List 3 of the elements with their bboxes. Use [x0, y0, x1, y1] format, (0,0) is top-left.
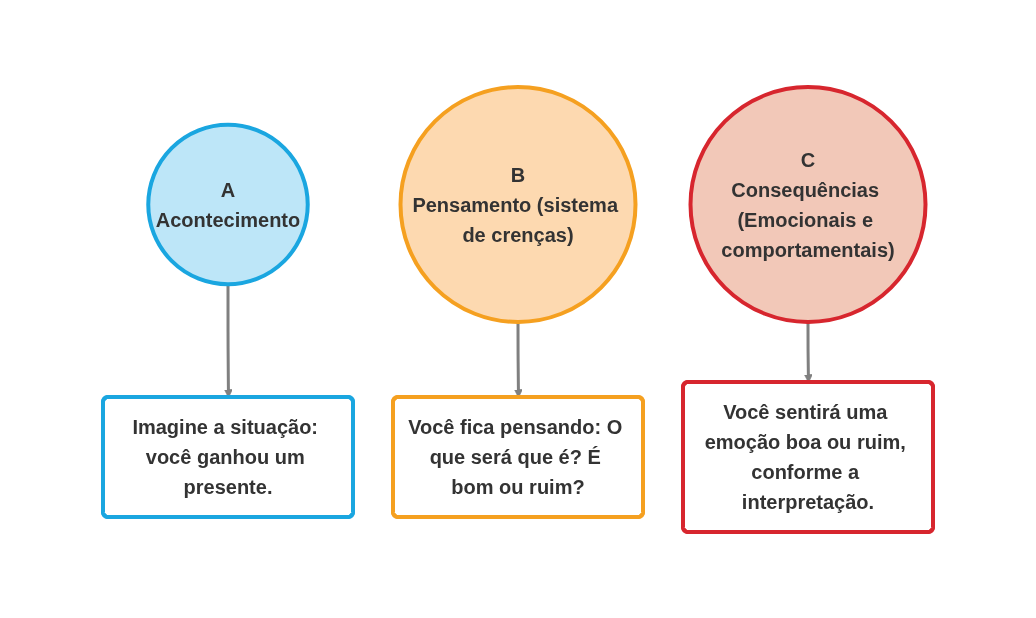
node-circle: B Pensamento (sistema de crenças) [398, 84, 638, 324]
node-circle: C Consequências (Emocionais e comportamentais) [688, 84, 928, 324]
node-circle: A Acontecimento [146, 122, 310, 286]
